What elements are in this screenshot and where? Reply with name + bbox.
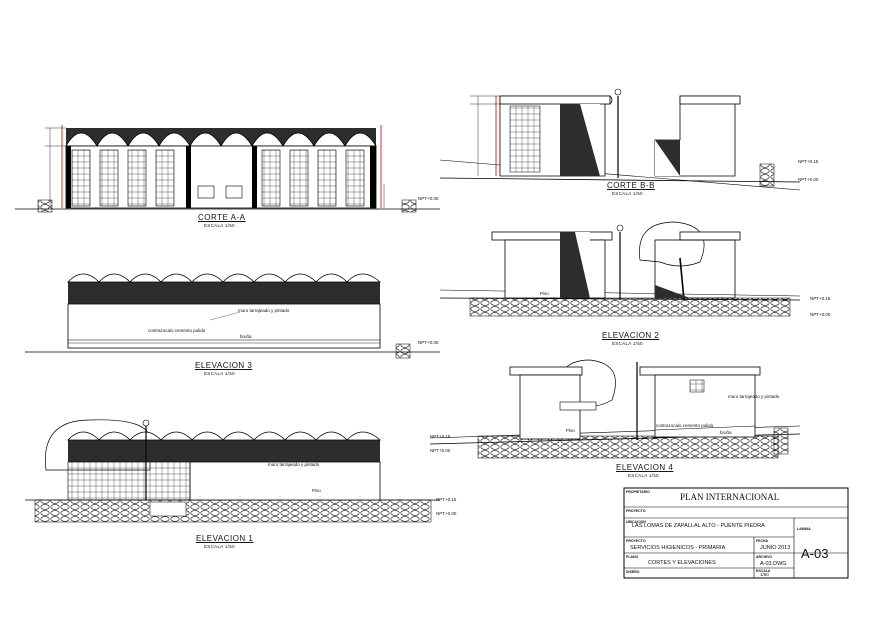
- elevacion-4-note-bruna: bruña: [720, 430, 732, 435]
- elevacion-3-drawing: [25, 273, 440, 359]
- tb-label-proyecto: PROYECTO: [626, 509, 646, 513]
- elevacion-1-note-muro: muro tarrajeado y pintado: [268, 462, 320, 467]
- tb-scale: 1/50: [760, 572, 769, 577]
- tb-plan: CORTES Y ELEVACIONES: [648, 560, 716, 566]
- tb-location: LAS LOMAS DE ZAPALLAL ALTO - PUENTE PIED…: [632, 523, 765, 529]
- elevacion-1-level-bottom: NPT+0.00: [436, 511, 457, 516]
- elevacion-3-level: NPT+0.00: [418, 340, 439, 345]
- tb-label-lamina: LAMINA: [797, 527, 811, 531]
- elevacion-2-level-top: NPT+0.15: [810, 296, 831, 301]
- elevacion-2-note-piso: Piso: [540, 291, 549, 296]
- corte-a-a-title: CORTE A-A: [198, 213, 246, 222]
- tb-org: PLAN INTERNACIONAL: [680, 492, 780, 502]
- tb-date: JUNIO 2013: [760, 545, 791, 551]
- elevacion-4-scale: ESCALA 1/50: [628, 473, 659, 478]
- elevacion-3-note-bruna: bruña: [240, 334, 252, 339]
- tb-label-contenido: PROYECTO: [626, 539, 646, 543]
- corte-a-a-scale: ESCALA 1/50: [204, 223, 235, 228]
- elevacion-2-level-bottom: NPT+0.00: [810, 312, 831, 317]
- corte-b-b-scale: ESCALA 1/50: [612, 191, 643, 196]
- title-block-frame: [623, 487, 849, 579]
- corte-a-a-level: NPT+0.00: [418, 196, 439, 201]
- elevacion-2-scale: ESCALA 1/50: [612, 341, 643, 346]
- corte-a-a-drawing: [15, 125, 440, 213]
- tb-label-escala: ESCALA: [756, 569, 771, 573]
- elevacion-1-level-top: NPT+0.15: [436, 497, 457, 502]
- corte-b-b-level-bottom: NPT+0.00: [798, 177, 819, 182]
- tb-label-diseno: DISEÑO: [626, 570, 640, 574]
- tb-label-propietario: PROPIETARIO: [626, 490, 650, 494]
- tb-label-plano: PLANO: [626, 555, 639, 559]
- corte-b-b-title: CORTE B-B: [607, 181, 655, 190]
- elevacion-4-drawing: [429, 359, 801, 459]
- elevacion-4-level-top: NPT+0.15: [430, 434, 451, 439]
- elevacion-4-note-piso: Piso: [566, 428, 575, 433]
- tb-sheet-number: A-03: [801, 546, 829, 561]
- tb-label-fecha: FECHA: [756, 539, 769, 543]
- elevacion-4-title: ELEVACION 4: [616, 463, 674, 472]
- elevacion-4-level-bottom: NPT+0.00: [430, 448, 451, 453]
- elevacion-3-scale: ESCALA 1/50: [204, 371, 235, 376]
- elevacion-1-note-piso: Piso: [312, 488, 321, 493]
- elevacion-2-drawing: [439, 221, 801, 317]
- elevacion-1-title: ELEVACION 1: [196, 534, 254, 543]
- elevacion-3-note-contrazocalo: contrazocalo cemento pulido: [148, 328, 206, 333]
- elevacion-4-note-muro: muro tarrajeado y pintado: [728, 394, 780, 399]
- elevacion-2-title: ELEVACION 2: [602, 331, 660, 340]
- corte-b-b-drawing: [439, 88, 801, 191]
- elevacion-1-drawing: [25, 419, 440, 523]
- corte-b-b-level-top: NPT+0.15: [798, 159, 819, 164]
- tb-label-archivo: ARCHIVO: [756, 555, 773, 559]
- tb-label-ubicacion: UBICACION: [626, 520, 646, 524]
- elevacion-3-note-muro: muro tarrajeado y pintado: [238, 308, 290, 313]
- tb-project: SERVICIOS HIGIENICOS - PRIMARIA: [630, 545, 726, 551]
- elevacion-3-title: ELEVACION 3: [195, 361, 253, 370]
- elevacion-4-note-contrazocalo: contrazocalo cemento pulido: [656, 423, 714, 428]
- tb-file: A-03.DWG: [760, 561, 787, 567]
- elevacion-1-scale: ESCALA 1/50: [204, 544, 235, 549]
